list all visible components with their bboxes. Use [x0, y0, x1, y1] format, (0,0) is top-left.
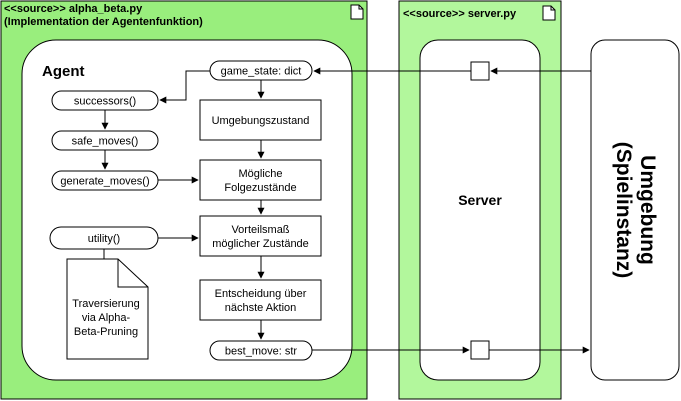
server-label: Server [458, 192, 502, 208]
component-title: <<source>> alpha_beta.py [4, 3, 143, 15]
environment-sublabel: (Spielinstanz) [612, 142, 635, 279]
entscheidung-node: Entscheidung über nächste Aktion [199, 279, 322, 321]
component-subtitle: (Implementation der Agentenfunktion) [4, 16, 203, 28]
svg-text:Umgebungszustand: Umgebungszustand [212, 115, 310, 127]
svg-text:utility(): utility() [88, 233, 120, 245]
note-traversal: Traversierung via Alpha- Beta-Pruning [66, 258, 149, 360]
server-component: <<source>> server.py Server [398, 0, 562, 400]
svg-text:möglicher Zustände: möglicher Zustände [212, 238, 309, 250]
input-port [470, 61, 490, 81]
document-icon [350, 4, 364, 20]
svg-text:safe_moves(): safe_moves() [72, 136, 139, 148]
server-box [419, 39, 541, 381]
document-icon [542, 5, 556, 21]
environment-label: Umgebung [636, 155, 659, 265]
environment-box: Umgebung (Spielinstanz) [590, 39, 680, 381]
folgezustaende-node: Mögliche Folgezustände [199, 159, 322, 201]
svg-text:nächste Aktion: nächste Aktion [225, 302, 297, 314]
svg-text:via Alpha-: via Alpha- [82, 312, 131, 324]
svg-text:Beta-Pruning: Beta-Pruning [74, 326, 138, 338]
svg-text:best_move: str: best_move: str [225, 346, 297, 358]
best-move-node: best_move: str [209, 340, 313, 361]
server-component-title: <<source>> server.py [403, 8, 517, 20]
svg-text:Entscheidung über: Entscheidung über [215, 288, 307, 300]
method-utility: utility() [49, 226, 159, 250]
connectors [101, 67, 591, 354]
agent-label: Agent [42, 63, 85, 80]
output-port [470, 340, 490, 360]
svg-text:game_state: dict: game_state: dict [221, 66, 302, 78]
vorteilsmass-node: Vorteilsmaß möglicher Zustände [199, 215, 322, 257]
svg-text:generate_moves(): generate_moves() [60, 176, 149, 188]
svg-text:Vorteilsmaß: Vorteilsmaß [231, 224, 289, 236]
game-state-node: game_state: dict [209, 60, 313, 81]
arrow-gamestate-to-successors [159, 70, 210, 104]
svg-text:Traversierung: Traversierung [72, 298, 139, 310]
svg-text:successors(): successors() [74, 96, 136, 108]
method-successors: successors() [51, 90, 159, 111]
svg-text:Folgezustände: Folgezustände [224, 182, 296, 194]
umgebungszustand-node: Umgebungszustand [199, 99, 322, 141]
method-safe-moves: safe_moves() [51, 130, 159, 151]
method-generate-moves: generate_moves() [51, 170, 159, 191]
svg-text:Mögliche: Mögliche [238, 168, 282, 180]
